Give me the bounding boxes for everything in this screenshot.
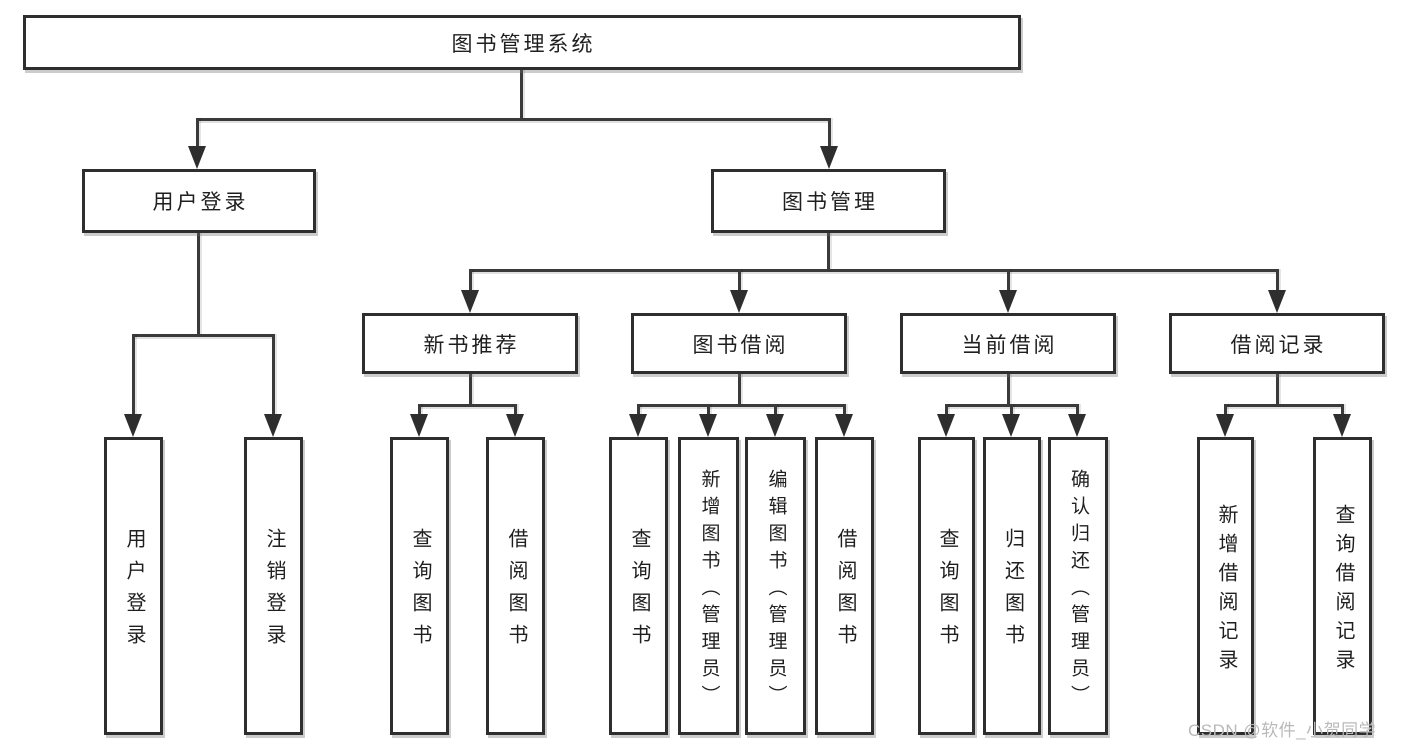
connector-line <box>1276 374 1279 407</box>
leaf-borrow-books-borrowing: 借阅图书 <box>815 437 874 735</box>
connector-arrowhead <box>820 146 838 169</box>
leaf-label: 用户登录 <box>123 528 145 656</box>
connector-line <box>520 70 523 121</box>
connector-line <box>945 404 948 416</box>
connector-line <box>707 404 710 416</box>
connector-line <box>738 269 741 291</box>
leaf-label: 确认归还（管理员） <box>1067 468 1089 712</box>
connector-arrowhead <box>188 146 206 169</box>
connector-arrowhead <box>629 414 647 437</box>
connector-arrowhead <box>835 414 853 437</box>
connector-arrowhead <box>766 414 784 437</box>
connector-line <box>843 404 846 416</box>
connector-line <box>1007 374 1010 407</box>
connector-line <box>637 404 640 416</box>
node-borrowing-records: 借阅记录 <box>1169 313 1385 374</box>
leaf-label: 借阅图书 <box>834 528 856 656</box>
node-label: 图书管理系统 <box>451 32 596 56</box>
node-label: 图书借阅 <box>692 333 789 357</box>
leaf-label: 新增借阅记录 <box>1215 503 1237 678</box>
node-new-book-recommendation: 新书推荐 <box>362 313 578 374</box>
connector-line <box>418 404 517 407</box>
node-book-management: 图书管理 <box>711 169 946 233</box>
leaf-add-book-admin: 新增图书（管理员） <box>678 437 739 735</box>
leaf-label: 查询图书 <box>409 528 431 656</box>
leaf-query-borrow-record: 查询借阅记录 <box>1313 437 1372 735</box>
leaf-label: 借阅图书 <box>505 528 527 656</box>
leaf-label: 注销登录 <box>263 528 285 656</box>
connector-arrowhead <box>999 290 1017 313</box>
leaf-query-books-borrowing: 查询图书 <box>609 437 668 735</box>
connector-arrowhead <box>264 414 282 437</box>
connector-line <box>1224 404 1227 416</box>
connector-arrowhead <box>461 290 479 313</box>
connector-line <box>828 118 831 146</box>
node-label: 当前借阅 <box>961 333 1058 357</box>
connector-arrowhead <box>1216 414 1234 437</box>
node-book-borrowing: 图书借阅 <box>631 313 847 374</box>
leaf-edit-book-admin: 编辑图书（管理员） <box>745 437 806 735</box>
leaf-query-books-recommend: 查询图书 <box>390 437 449 735</box>
node-label: 图书管理 <box>782 191 878 214</box>
connector-line <box>1007 269 1010 291</box>
connector-line <box>469 374 472 407</box>
connector-arrowhead <box>124 414 142 437</box>
node-label: 用户登录 <box>152 191 249 214</box>
csdn-watermark: CSDN @软件_小贺同学 <box>1188 721 1377 740</box>
connector-arrowhead <box>1068 414 1086 437</box>
connector-line <box>1010 404 1013 416</box>
connector-line <box>196 118 199 146</box>
connector-line <box>514 404 517 416</box>
leaf-label: 查询图书 <box>628 528 650 656</box>
connector-line <box>827 233 830 272</box>
connector-arrowhead <box>410 414 428 437</box>
connector-arrowhead <box>1268 290 1286 313</box>
leaf-user-login: 用户登录 <box>104 437 163 735</box>
leaf-label: 查询图书 <box>936 528 958 656</box>
connector-arrowhead <box>1002 414 1020 437</box>
connector-arrowhead <box>730 290 748 313</box>
connector-line <box>1341 404 1344 416</box>
leaf-add-borrow-record: 新增借阅记录 <box>1197 437 1254 735</box>
connector-arrowhead <box>937 414 955 437</box>
connector-line <box>272 334 275 414</box>
node-label: 新书推荐 <box>423 333 520 357</box>
node-label: 借阅记录 <box>1230 333 1327 357</box>
leaf-borrow-books-recommend: 借阅图书 <box>486 437 545 735</box>
leaf-label: 归还图书 <box>1001 528 1024 656</box>
node-library-management-system: 图书管理系统 <box>23 15 1021 70</box>
leaf-query-books-current: 查询图书 <box>918 437 975 735</box>
connector-arrowhead <box>699 414 717 437</box>
connector-line <box>196 118 831 121</box>
connector-line <box>774 404 777 416</box>
connector-line <box>1276 269 1279 291</box>
connector-line <box>469 269 472 291</box>
connector-line <box>418 404 421 416</box>
connector-line <box>132 334 274 337</box>
node-user-login: 用户登录 <box>82 169 316 233</box>
connector-line <box>1076 404 1079 416</box>
connector-arrowhead <box>1333 414 1351 437</box>
connector-line <box>637 404 846 407</box>
leaf-confirm-return-admin: 确认归还（管理员） <box>1048 437 1108 735</box>
node-current-borrowing: 当前借阅 <box>900 313 1116 374</box>
leaf-logout: 注销登录 <box>244 437 303 735</box>
connector-arrowhead <box>506 414 524 437</box>
leaf-label: 编辑图书（管理员） <box>765 468 787 712</box>
leaf-label: 新增图书（管理员） <box>698 468 720 712</box>
connector-line <box>197 233 200 336</box>
leaf-return-books: 归还图书 <box>983 437 1041 735</box>
connector-line <box>1224 404 1344 407</box>
connector-line <box>469 269 1279 272</box>
connector-line <box>738 374 741 407</box>
leaf-label: 查询借阅记录 <box>1332 503 1354 678</box>
connector-line <box>132 334 135 414</box>
